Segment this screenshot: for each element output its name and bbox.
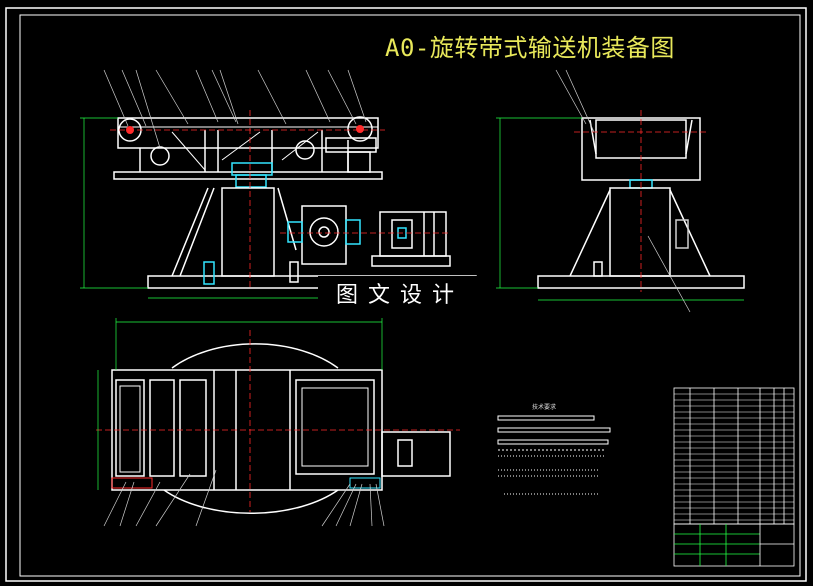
technical-notes-block — [497, 415, 611, 495]
outer-frame — [5, 7, 807, 582]
top-view-leaders — [103, 469, 385, 527]
front-view-dimensions — [80, 117, 148, 289]
top-view-centerlines — [96, 330, 460, 512]
technical-notes-title: 技术要求 — [532, 404, 557, 411]
front-view-leaders — [103, 69, 367, 149]
side-view — [537, 117, 745, 301]
side-view-centerlines — [574, 110, 708, 292]
parts-list-table — [673, 387, 795, 525]
parts-list-rows — [674, 393, 794, 521]
side-view-leaders — [555, 69, 691, 313]
side-view-dimensions — [496, 117, 582, 289]
drawing-title: A0-旋转带式输送机装备图 — [385, 34, 675, 62]
top-view-dimensions — [97, 318, 383, 490]
inner-frame — [19, 14, 801, 577]
title-block — [673, 523, 795, 567]
front-view — [113, 116, 477, 299]
top-view — [111, 343, 451, 514]
watermark-label: 图文设计 — [318, 276, 482, 318]
front-view-centerlines — [110, 110, 450, 290]
